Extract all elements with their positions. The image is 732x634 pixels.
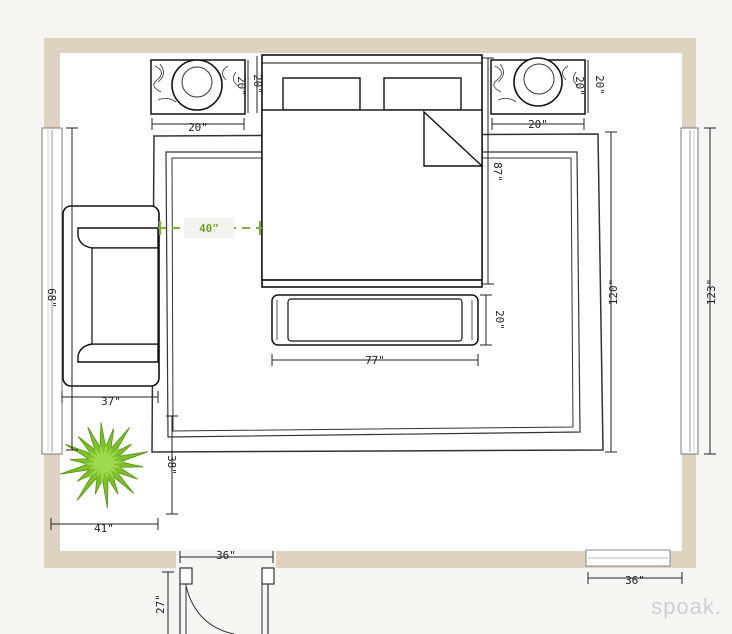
left-window[interactable] [41,127,63,455]
dim-bench-width: 77" [365,354,385,367]
dim-window-left: 68" [45,288,58,308]
dim-bed-depth-partial: 20" [251,74,264,94]
right-nightstand[interactable] [490,57,586,115]
left-nightstand[interactable] [150,59,246,115]
pillow-left [282,77,361,111]
dim-plant-width: 41" [94,522,114,535]
dim-door-swing: 27" [154,594,167,614]
dimension-lines [50,56,716,634]
dim-door-width: 36" [216,549,236,562]
dim-nightstand-right-depth: 20" [573,76,586,96]
dim-bottom-right-window: 36" [625,574,645,587]
bench[interactable] [271,294,479,346]
watermark: spoak. [651,594,722,619]
dim-window-right: 123" [705,279,718,306]
plant[interactable] [60,422,149,508]
dim-nightstand-left-depth: 20" [235,76,248,96]
chair-bed-gap-line [158,221,262,235]
duvet-fold [423,110,484,167]
pillow-right [383,77,462,111]
dim-chair-bed-gap: 40" [199,222,219,235]
dim-chair-width: 37" [101,395,121,408]
bottom-right-window[interactable] [585,549,671,567]
bed[interactable] [261,54,484,288]
dim-rug-length: 120" [607,279,620,306]
dimension-labels: 20" 20" 20" 20" 20" 20" 87" 40" 68" 37" … [45,74,718,614]
dim-bed-length: 87" [491,162,504,182]
dim-plant-clearance: 38" [165,455,178,475]
dim-nightstand-right-width: 20" [528,118,548,131]
dim-bench-depth: 20" [493,310,506,330]
door[interactable] [176,550,276,634]
dim-nightstand-right-outer-depth: 20" [593,75,606,95]
right-window[interactable] [680,127,699,455]
dim-nightstand-left-width: 20" [188,121,208,134]
armchair[interactable] [62,205,160,387]
